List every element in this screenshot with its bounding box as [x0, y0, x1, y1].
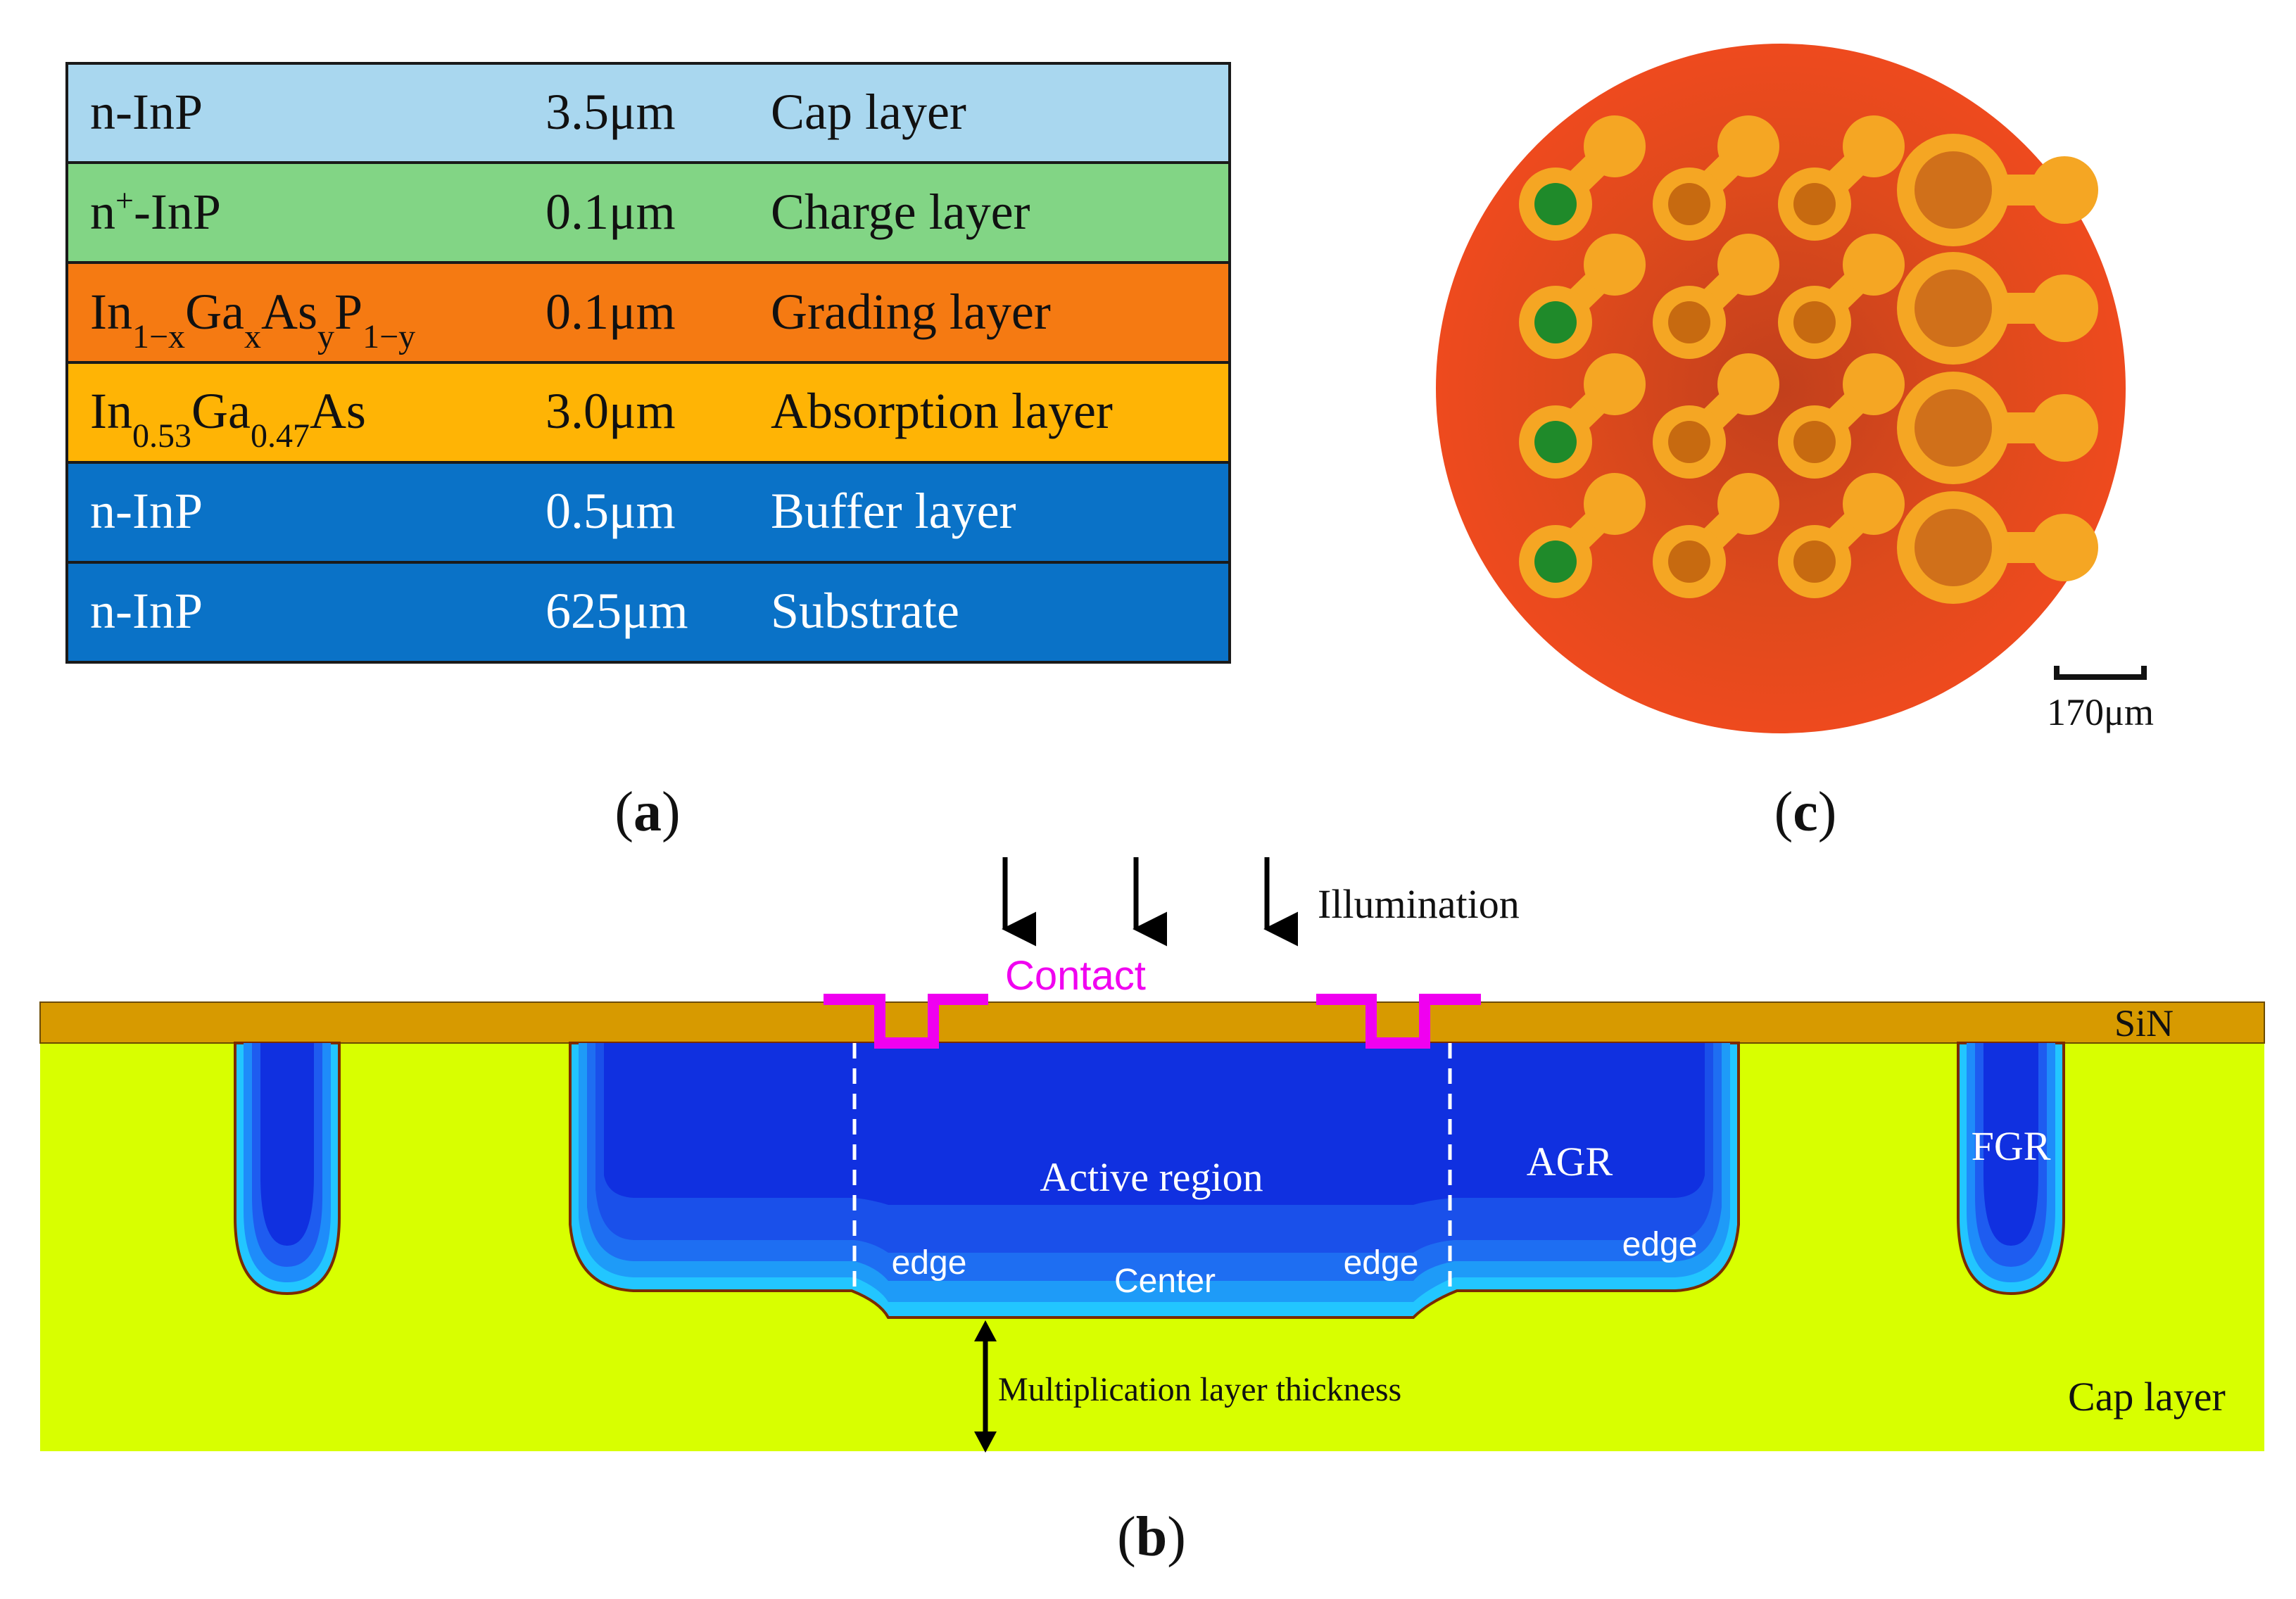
scale-bar: 170μm — [2047, 666, 2154, 733]
edge-agr-label: edge — [1622, 1226, 1698, 1263]
wafer-disc — [1436, 44, 2126, 733]
layer-thickness: 0.1μm — [545, 284, 676, 340]
bond-pad — [1584, 353, 1646, 415]
contact-left — [824, 994, 988, 1049]
detector-window — [1668, 541, 1710, 583]
layer-material: n-InP — [90, 84, 203, 140]
layer-thickness: 3.5μm — [545, 84, 676, 140]
panel-c-wafer-photo: 170μm (c) — [1436, 44, 2154, 843]
detector-window — [1793, 183, 1836, 225]
layer-role: Absorption layer — [771, 383, 1113, 439]
illumination-label: Illumination — [1318, 881, 1520, 927]
detector-window — [1793, 301, 1836, 343]
bond-pad — [1717, 234, 1779, 296]
panel-b-cross-section: Illumination Contact SiN Active region A… — [39, 857, 2265, 1568]
large-detector-window — [1915, 270, 1992, 347]
layer-row-substrate — [65, 561, 1231, 664]
bond-pad — [1843, 234, 1905, 296]
detector-window — [1793, 541, 1836, 583]
layer-row-absorption — [65, 361, 1231, 464]
pad-array — [1519, 115, 2098, 604]
bond-pad — [2031, 274, 2098, 342]
large-detector-window — [1915, 509, 1992, 586]
bond-pad — [1584, 115, 1646, 177]
main-diffusion-well — [569, 1042, 1740, 1319]
large-detector-window — [1915, 151, 1992, 229]
layer-material: n+-InP — [90, 182, 221, 241]
layer-thickness: 625μm — [545, 583, 688, 639]
cap-layer-label: Cap layer — [2068, 1374, 2226, 1420]
sin-layer — [39, 1001, 2265, 1044]
layer-role: Charge layer — [771, 184, 1030, 240]
bond-pad — [1717, 473, 1779, 535]
panel-label-a: (a) — [614, 781, 680, 843]
layer-row-cap — [65, 62, 1231, 164]
scale-bar-label: 170μm — [2047, 691, 2154, 733]
panel-label-b: (b) — [1117, 1506, 1186, 1568]
agr-label: AGR — [1527, 1139, 1613, 1184]
layer-material: n-InP — [90, 583, 203, 639]
active-detector-dot — [1534, 183, 1577, 225]
layer-row-buffer — [65, 461, 1231, 564]
sin-label: SiN — [2114, 1002, 2174, 1044]
active-detector-dot — [1534, 541, 1577, 583]
detector-window — [1668, 183, 1710, 225]
center-label: Center — [1114, 1263, 1216, 1300]
multiplication-label: Multiplication layer thickness — [998, 1371, 1401, 1408]
layer-thickness: 3.0μm — [545, 383, 676, 439]
bond-pad — [1584, 234, 1646, 296]
layer-material: n-InP — [90, 483, 203, 539]
bond-pad — [2031, 394, 2098, 462]
panel-label-c: (c) — [1774, 781, 1837, 843]
edge-left-label: edge — [892, 1244, 967, 1282]
contact-right — [1316, 994, 1481, 1049]
layer-row-charge — [65, 161, 1231, 264]
detector-window — [1793, 421, 1836, 463]
illumination-arrows — [1002, 857, 1299, 947]
bond-pad — [1843, 473, 1905, 535]
active-detector-dot — [1534, 421, 1577, 463]
layer-thickness: 0.5μm — [545, 483, 676, 539]
contact-label: Contact — [1005, 953, 1146, 999]
bond-pad — [1717, 115, 1779, 177]
bond-pad — [1584, 473, 1646, 535]
fgr-label: FGR — [1972, 1123, 2051, 1169]
multiplication-thickness-arrow — [974, 1320, 997, 1453]
panel-a-layer-table: n-InP 3.5μm Cap layer n+-InP 0.1μm Charg… — [65, 62, 1231, 843]
layer-thickness: 0.1μm — [545, 184, 676, 240]
bond-pad — [1717, 353, 1779, 415]
layer-role: Cap layer — [771, 84, 966, 140]
active-detector-dot — [1534, 301, 1577, 343]
bond-pad — [1843, 115, 1905, 177]
bond-pad — [2031, 156, 2098, 224]
left-fgr-well — [234, 1042, 341, 1296]
layer-role: Grading layer — [771, 284, 1051, 340]
edge-right-label: edge — [1344, 1244, 1419, 1282]
active-region-label: Active region — [1040, 1154, 1263, 1200]
bond-pad — [1843, 353, 1905, 415]
large-detector-window — [1915, 389, 1992, 467]
layer-role: Substrate — [771, 583, 959, 639]
right-fgr-well — [1957, 1042, 2065, 1296]
bond-pad — [2031, 514, 2098, 581]
detector-window — [1668, 421, 1710, 463]
layer-role: Buffer layer — [771, 483, 1016, 539]
layer-row-grading — [65, 261, 1231, 364]
detector-window — [1668, 301, 1710, 343]
